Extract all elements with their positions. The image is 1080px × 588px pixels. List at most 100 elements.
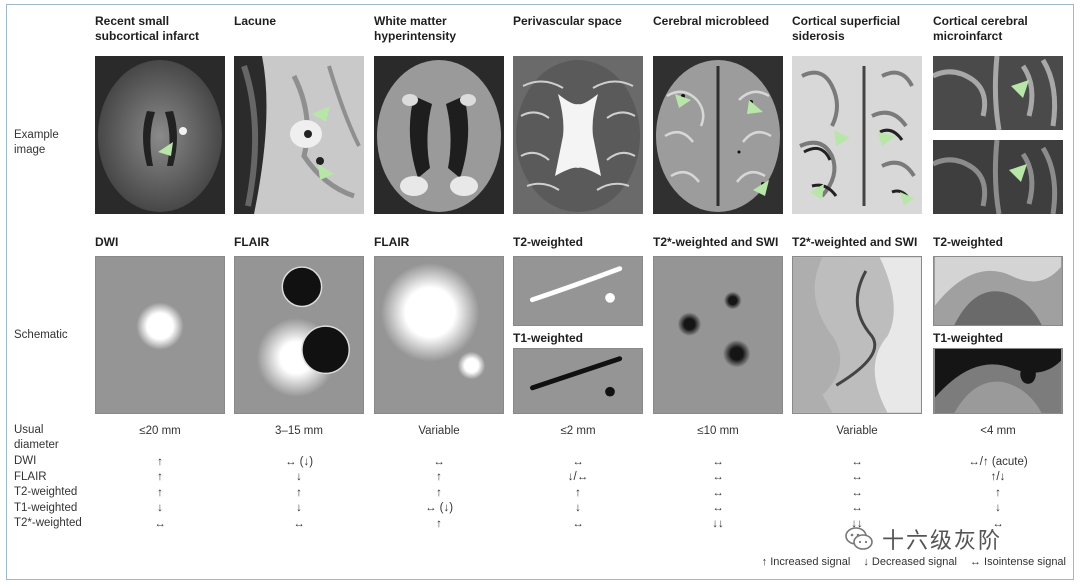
cell-t2star-0: ↔ [154,518,166,530]
cell-t2-5: ↔ [851,487,863,499]
schematic-microbleed [653,256,783,414]
column-title-wmh: White matter hyperintensity [374,14,457,43]
cell-t2-0: ↑ [157,487,163,499]
cell-diameter-6: <4 mm [980,425,1016,437]
cell-t1-3: ↓ [575,502,581,514]
arrow-icon [1009,164,1027,182]
cell-dwi-1: ↔ (↓) [284,456,314,468]
sequence-label-microinfarct-t2: T2-weighted [933,235,1004,249]
sequence-label-siderosis: T2*-weighted and SWI [792,235,918,249]
cell-t2star-1: ↔ [293,518,305,530]
wechat-icon [845,527,873,550]
example-image-infarct [95,56,225,214]
cell-dwi-5: ↔ [851,456,863,468]
cell-flair-3: ↓/↔ [567,471,589,483]
arrow-icon [900,192,914,206]
cell-t2-3: ↑ [575,487,581,499]
cell-t1-2: ↔ (↓) [424,502,454,514]
sequence-label-microbleed: T2*-weighted and SWI [653,235,779,249]
legend-increased: ↑ Increased signal [761,556,851,568]
watermark-text: 十六级灰阶 [882,529,1003,554]
arrow-icon [1011,80,1029,98]
row-label-schematic: Schematic [14,329,68,341]
column-title-microinfarct: Cortical cerebral microinfarct [933,14,1028,43]
cell-diameter-0: ≤20 mm [139,425,181,437]
schematic-siderosis [792,256,922,414]
arrow-icon [312,106,330,122]
sequence-label-lacune: FLAIR [234,235,270,249]
cell-dwi-3: ↔ [572,456,584,468]
cell-dwi-4: ↔ [712,456,724,468]
cell-t1-0: ↓ [157,502,163,514]
row-label-example-image: Example image [14,129,59,156]
schematic-pvs-t2 [513,256,643,326]
example-image-lacune [234,56,364,214]
legend-isointense: ↔ Isointense signal [970,556,1066,568]
arrow-icon [158,142,173,156]
example-image-wmh [374,56,504,214]
cell-diameter-5: Variable [836,425,878,437]
sequence-label-pvs-t1: T1-weighted [513,331,584,345]
arrow-icon [318,164,334,180]
cell-dwi-2: ↔ [433,456,445,468]
column-title-pvs: Perivascular space [513,14,622,28]
cell-flair-4: ↔ [712,471,724,483]
example-image-microinfarct-1 [933,56,1063,130]
example-image-microinfarct-2 [933,140,1063,214]
cell-diameter-3: ≤2 mm [560,425,596,437]
cell-dwi-0: ↑ [157,456,163,468]
schematic-microinfarct-t1 [933,348,1063,414]
signal-legend: ↑ Increased signal ↓ Decreased signal ↔ … [752,556,1066,568]
column-title-lacune: Lacune [234,14,277,28]
row-label-t1: T1-weighted [14,502,78,514]
column-title-siderosis: Cortical superficial siderosis [792,14,901,43]
arrow-icon [834,130,850,146]
cell-t2-1: ↑ [296,487,302,499]
cell-t2star-6: ↔ [992,518,1004,530]
cell-t2star-5: ↓↓ [851,518,863,530]
column-title-microbleed: Cerebral microbleed [653,14,770,28]
cell-flair-5: ↔ [851,471,863,483]
cell-diameter-4: ≤10 mm [697,425,739,437]
schematic-microinfarct-t2 [933,256,1063,326]
cell-t1-5: ↔ [851,502,863,514]
cell-t2-2: ↑ [436,487,442,499]
arrow-icon [753,180,769,196]
cell-diameter-2: Variable [418,425,460,437]
arrow-icon [810,184,824,200]
row-label-t2: T2-weighted [14,486,78,498]
schematic-wmh [374,256,504,414]
watermark: 十六级灰阶 [844,522,1054,556]
cell-t1-1: ↓ [296,502,302,514]
row-label-usual-diameter: Usual diameter [14,424,59,451]
row-label-t2star: T2*-weighted [14,517,82,529]
cell-t1-6: ↓ [995,502,1001,514]
cell-t2-6: ↑ [995,487,1001,499]
arrow-icon [747,100,763,114]
arrow-icon [878,132,896,146]
sequence-label-microinfarct-t1: T1-weighted [933,331,1004,345]
sequence-label-wmh: FLAIR [374,235,410,249]
cell-t2-4: ↔ [712,487,724,499]
legend-decreased: ↓ Decreased signal [863,556,957,568]
arrow-icon [675,94,691,108]
example-image-pvs [513,56,643,214]
schematic-pvs-t1 [513,348,643,414]
cell-diameter-1: 3–15 mm [275,425,323,437]
sequence-label-pvs-t2: T2-weighted [513,235,584,249]
row-label-flair: FLAIR [14,471,47,483]
cell-t2star-3: ↔ [572,518,584,530]
example-image-siderosis [792,56,922,214]
cell-dwi-6: ↔/↑ (acute) [968,456,1028,468]
cell-flair-1: ↓ [296,471,302,483]
cell-t2star-2: ↑ [436,518,442,530]
cell-t1-4: ↔ [712,502,724,514]
sequence-label-infarct: DWI [95,235,119,249]
column-title-infarct: Recent small subcortical infarct [95,14,200,43]
row-label-dwi: DWI [14,455,37,467]
schematic-infarct [95,256,225,414]
schematic-lacune [234,256,364,414]
cell-t2star-4: ↓↓ [712,518,724,530]
example-image-microbleed [653,56,783,214]
cell-flair-2: ↑ [436,471,442,483]
